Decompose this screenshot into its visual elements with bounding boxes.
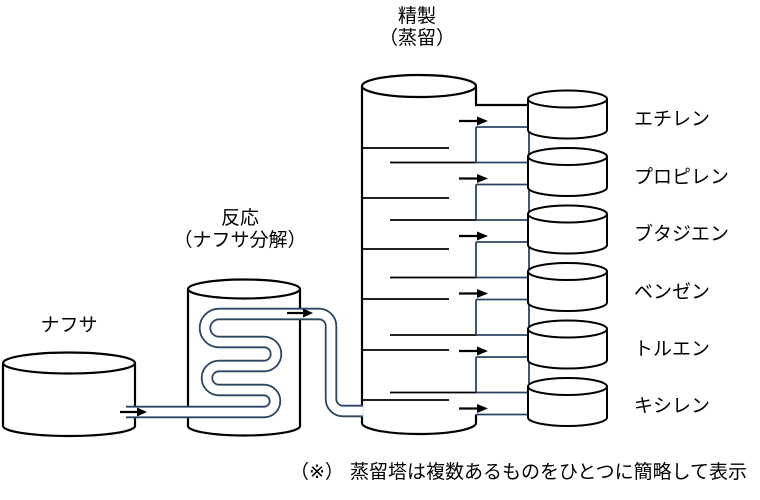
- arrow-propylene: [459, 174, 488, 183]
- naphtha-tank-body: [1, 363, 137, 438]
- column-trays-left: [363, 147, 449, 401]
- tank-xylene: [527, 377, 608, 427]
- column-top: [360, 73, 478, 99]
- arrow-benzene: [459, 289, 488, 298]
- product-ducts: [475, 126, 530, 416]
- reaction-label-line2: （ナフサ分解）: [173, 229, 306, 251]
- product-label-ethylene: エチレン: [634, 108, 710, 130]
- tank-benzene: [527, 262, 608, 312]
- footnote: （※） 蒸留塔は複数あるものをひとつに簡略して表示: [290, 461, 747, 483]
- tank-ethylene: [527, 89, 608, 140]
- column-bottom: [360, 422, 478, 436]
- tank-butadiene: [527, 204, 608, 255]
- tank-toluene: [527, 319, 608, 370]
- reaction-vessel-top: [186, 278, 302, 300]
- feed-pipe-bore: [126, 309, 363, 417]
- product-tanks: [527, 89, 608, 427]
- product-label-propylene: プロピレン: [634, 166, 729, 188]
- product-label-xylene: キシレン: [634, 395, 710, 417]
- arrow-feed: [120, 407, 147, 417]
- naphtha-tank-top: [1, 351, 137, 375]
- arrow-coil-exit: [287, 308, 313, 318]
- arrow-xylene: [459, 404, 488, 413]
- column-right-wall-top: [474, 86, 528, 107]
- tank-propylene: [527, 147, 608, 197]
- distillation-column: [360, 73, 528, 436]
- column-trays-right: [390, 161, 477, 394]
- naphtha-tank: [1, 351, 137, 438]
- product-label-butadiene: ブタジエン: [634, 222, 729, 245]
- product-label-toluene: トルエン: [634, 338, 710, 360]
- arrow-toluene: [459, 346, 488, 356]
- refining-label-line2: （蒸留）: [379, 27, 455, 49]
- naphtha-label: ナフサ: [40, 314, 97, 336]
- arrow-ethylene: [459, 116, 488, 126]
- flow-arrows: [120, 116, 488, 417]
- arrow-butadiene: [459, 231, 488, 241]
- refining-label-line1: 精製: [398, 5, 436, 27]
- product-label-benzene: ベンゼン: [634, 281, 710, 303]
- column-fill: [362, 86, 476, 434]
- reaction-label-line1: 反応: [221, 207, 259, 229]
